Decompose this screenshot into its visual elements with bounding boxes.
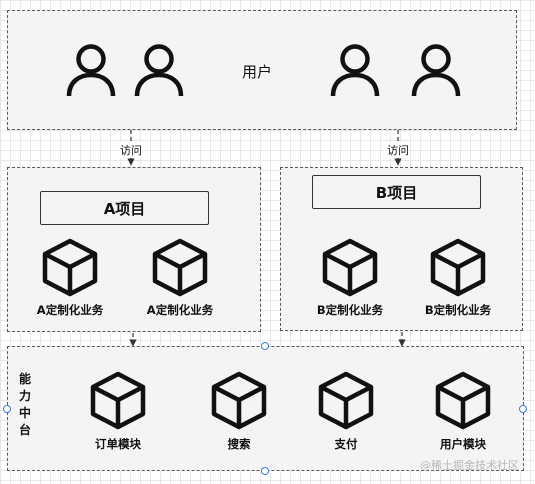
user-icon <box>411 44 461 97</box>
cube-icon <box>318 371 374 430</box>
cube-icon <box>152 238 208 297</box>
user-icon <box>134 44 184 97</box>
order-module-label: 订单模块 <box>95 437 141 451</box>
selection-handle-right[interactable] <box>519 405 527 413</box>
project-b-module-1: B定制化业务 <box>316 303 384 317</box>
cube-icon <box>322 238 378 297</box>
user-icon <box>330 44 380 97</box>
access-label-b: 访问 <box>387 142 409 158</box>
watermark: @稀土掘金技术社区 <box>420 459 519 472</box>
project-b-title: B项目 <box>312 175 481 209</box>
platform-label: 能 力 中 台 <box>19 371 33 439</box>
selection-handle-top[interactable] <box>261 342 269 350</box>
payment-module-label: 支付 <box>334 437 358 451</box>
platform-label-char: 能 <box>19 372 32 386</box>
selection-handle-bottom[interactable] <box>261 467 269 475</box>
project-a-module-2: A定制化业务 <box>146 303 214 317</box>
platform-label-char: 台 <box>19 423 32 437</box>
selection-handle-left[interactable] <box>3 405 11 413</box>
project-a-title: A项目 <box>40 191 209 225</box>
cube-icon <box>90 371 146 430</box>
platform-label-char: 中 <box>19 406 32 420</box>
cube-icon <box>42 238 98 297</box>
project-a-module-1: A定制化业务 <box>36 303 104 317</box>
project-b-module-2: B定制化业务 <box>424 303 492 317</box>
cube-icon <box>211 371 267 430</box>
access-label-a: 访问 <box>120 142 142 158</box>
search-module-label: 搜索 <box>227 437 251 451</box>
user-module-label: 用户模块 <box>440 437 486 451</box>
cube-icon <box>430 238 486 297</box>
users-label: 用户 <box>242 63 273 81</box>
platform-label-char: 力 <box>19 389 32 403</box>
user-icon <box>66 44 116 97</box>
cube-icon <box>435 371 491 430</box>
